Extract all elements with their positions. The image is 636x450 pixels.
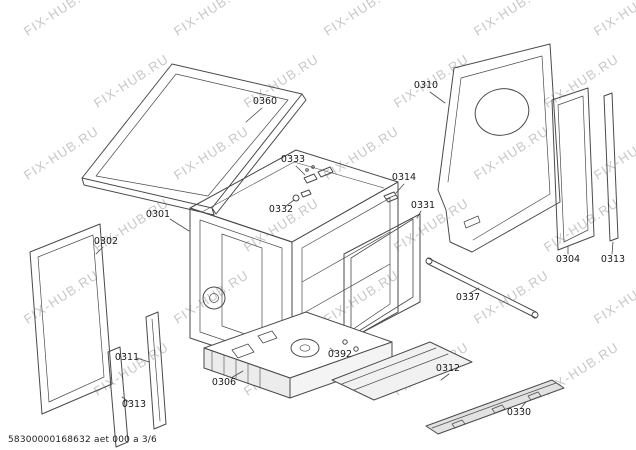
part-rod-drawing (425, 257, 539, 319)
part-label-0311: 0311 (115, 352, 139, 363)
part-label-0302: 0302 (94, 236, 118, 247)
part-bottom-strip-drawing (425, 379, 565, 435)
document-number: 58300000168632 aet 000 a 3/6 (8, 435, 157, 445)
part-trim-strip-left-drawing (145, 311, 167, 430)
part-label-0337: 0337 (456, 292, 480, 303)
part-right-upper-panel-drawing (437, 43, 561, 253)
part-label-0312: 0312 (436, 363, 460, 374)
part-label-0306: 0306 (212, 377, 236, 388)
part-base-assembly-drawing (203, 311, 393, 399)
part-label-0360: 0360 (253, 96, 277, 107)
part-bracket-drawing (383, 191, 399, 203)
part-fitting-drawing (292, 189, 312, 202)
part-label-0304: 0304 (556, 254, 580, 265)
part-door-frame-drawing (343, 213, 421, 343)
leader-lines (95, 91, 614, 410)
part-trim-strip-right-drawing (603, 92, 619, 242)
part-hinge-kit-drawing (303, 165, 334, 184)
part-label-0314: 0314 (392, 172, 416, 183)
part-right-side-panel-drawing (551, 87, 595, 251)
part-label-0313-right: 0313 (601, 254, 625, 265)
part-label-0332: 0332 (269, 204, 293, 215)
part-worktop-drawing (81, 63, 307, 216)
part-label-0392: 0392 (328, 349, 352, 360)
part-insulation-mat-drawing (331, 341, 473, 401)
part-label-0301: 0301 (146, 209, 170, 220)
part-label-0310: 0310 (414, 80, 438, 91)
part-label-0313-left: 0313 (122, 399, 146, 410)
part-label-0331: 0331 (411, 200, 435, 211)
part-label-0333: 0333 (281, 154, 305, 165)
part-label-0330: 0330 (507, 407, 531, 418)
part-left-side-panel-drawing (29, 223, 113, 415)
part-trim-strip-left2-drawing (107, 346, 129, 448)
